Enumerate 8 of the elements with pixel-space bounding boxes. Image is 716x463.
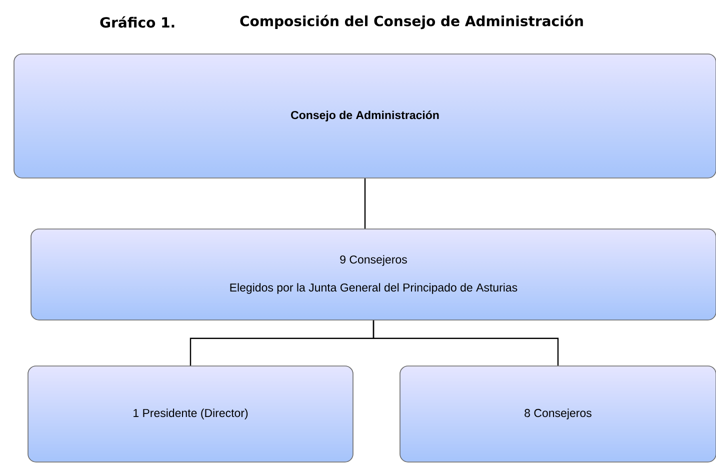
org-box: Consejo de Administración xyxy=(14,54,716,178)
connector-line xyxy=(364,178,366,229)
org-box: 1 Presidente (Director) xyxy=(28,366,354,462)
connector-line xyxy=(372,320,559,366)
figure-number: Gráfico 1. xyxy=(100,16,174,28)
org-box: 9 Consejeros Elegidos por la Junta General del Principado de Asturias xyxy=(30,228,716,320)
chart-title: Composición del Consejo de Administración xyxy=(240,14,583,30)
org-box: 8 Consejeros xyxy=(400,366,716,462)
